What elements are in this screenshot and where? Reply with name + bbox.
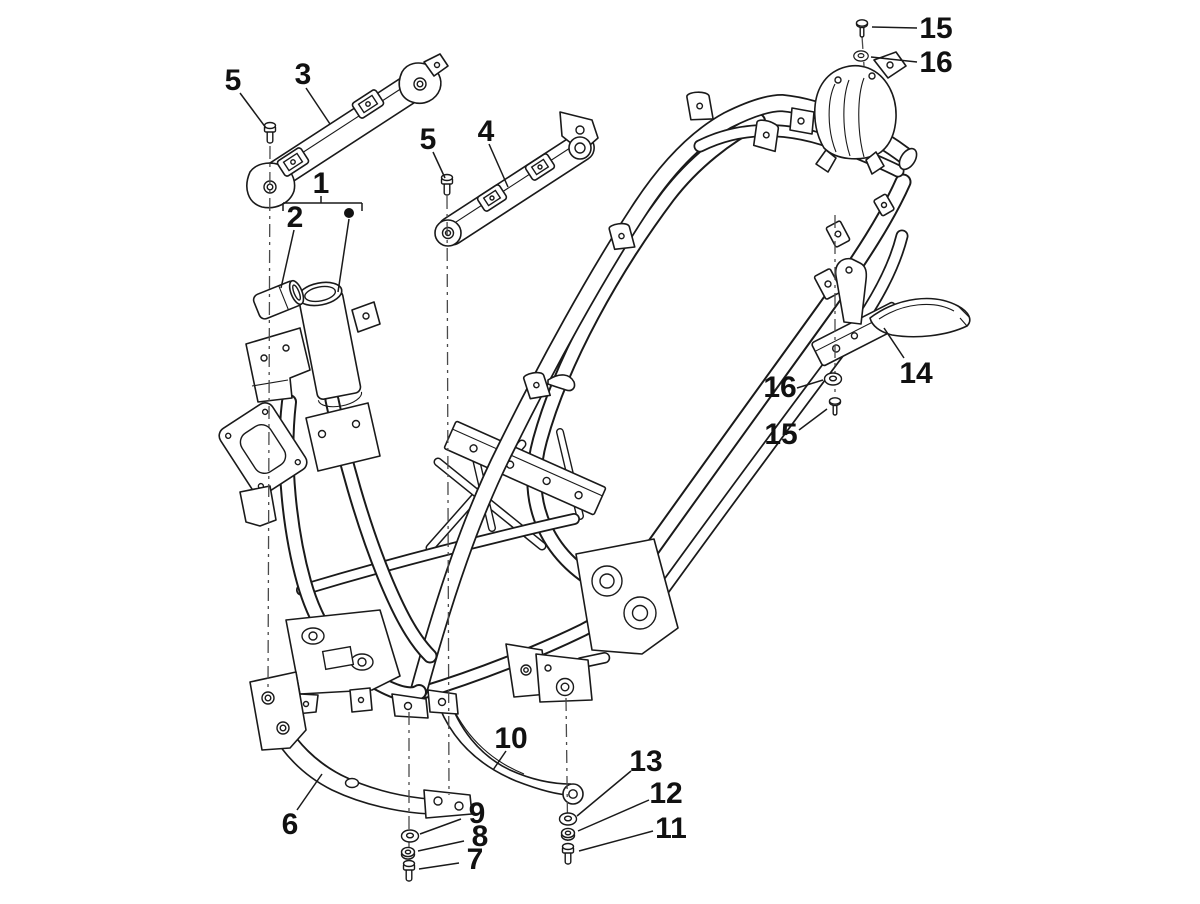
washer-icon-9: [400, 829, 420, 843]
callout-1-bracket: [282, 196, 363, 293]
frame-lug: [873, 193, 895, 217]
callout-13: 13: [629, 745, 662, 778]
head-tube: [297, 281, 363, 408]
leader-lines: [239, 26, 918, 870]
head-bracket-left: [245, 327, 311, 403]
engine-mount-bracket: [285, 609, 401, 715]
callout-12: 12: [649, 777, 682, 810]
washer-icon-16-right: [823, 372, 843, 386]
callout-15-right: 15: [764, 418, 797, 451]
callout-15-top: 15: [919, 12, 952, 45]
callout-5-middle: 5: [420, 123, 437, 156]
callout-4: 4: [478, 115, 495, 148]
callout-6: 6: [282, 808, 299, 841]
callout-3: 3: [295, 58, 312, 91]
screw-icon-15-top: [855, 19, 869, 38]
callout-7: 7: [467, 843, 484, 876]
bolt-icon-5-middle: [440, 173, 454, 196]
washer-icon-16-top: [853, 50, 869, 62]
bolt-icon-5-left: [263, 121, 277, 144]
callout-11: 11: [655, 812, 687, 845]
clamp-bracket: [752, 119, 780, 153]
head-bracket-tab: [351, 301, 381, 333]
washer-icon-13: [558, 812, 578, 826]
strut-attach-bracket: [391, 693, 429, 719]
swingarm-pivot-bracket: [575, 538, 679, 669]
frame-marker-dot: [344, 208, 354, 218]
nut-icon-12: [560, 827, 576, 841]
seat-channel-crossmember: [443, 420, 607, 516]
upper-left-strap-bracket: [246, 53, 449, 209]
callout-9: 9: [469, 797, 486, 830]
frame-lug: [825, 220, 851, 248]
lower-left-strut-bracket: [249, 671, 473, 819]
callout-labels: 5 3 1 2 5 4 15 16 16 15 14 10 13 12 11 9…: [225, 12, 953, 876]
screw-icon-15-right: [828, 397, 842, 416]
callout-16-right: 16: [763, 371, 796, 404]
nut-icon-8: [400, 846, 416, 860]
callout-14: 14: [899, 357, 933, 390]
callout-2: 2: [287, 201, 304, 234]
callout-10: 10: [494, 722, 527, 755]
clamp-bracket: [686, 91, 714, 121]
callout-1: 1: [313, 167, 330, 200]
bolt-icon-7: [402, 859, 416, 882]
callout-5-left: 5: [225, 64, 242, 97]
hardware-mount-bracket: [535, 653, 593, 703]
front-mount-plate: [218, 402, 308, 527]
sleeve-bushing: [252, 279, 305, 320]
upper-middle-strap-bracket: [434, 111, 599, 247]
frame-assembly: [218, 51, 918, 719]
frame-gusset: [305, 402, 381, 472]
clamp-bracket: [608, 222, 636, 251]
callout-16-top: 16: [919, 46, 952, 79]
cable-hook-bracket: [522, 371, 576, 400]
bolt-icon-11: [561, 842, 575, 865]
lower-middle-strut-bracket: [427, 689, 584, 805]
rear-shield-bracket: [789, 51, 907, 175]
callout-8: 8: [472, 820, 489, 853]
